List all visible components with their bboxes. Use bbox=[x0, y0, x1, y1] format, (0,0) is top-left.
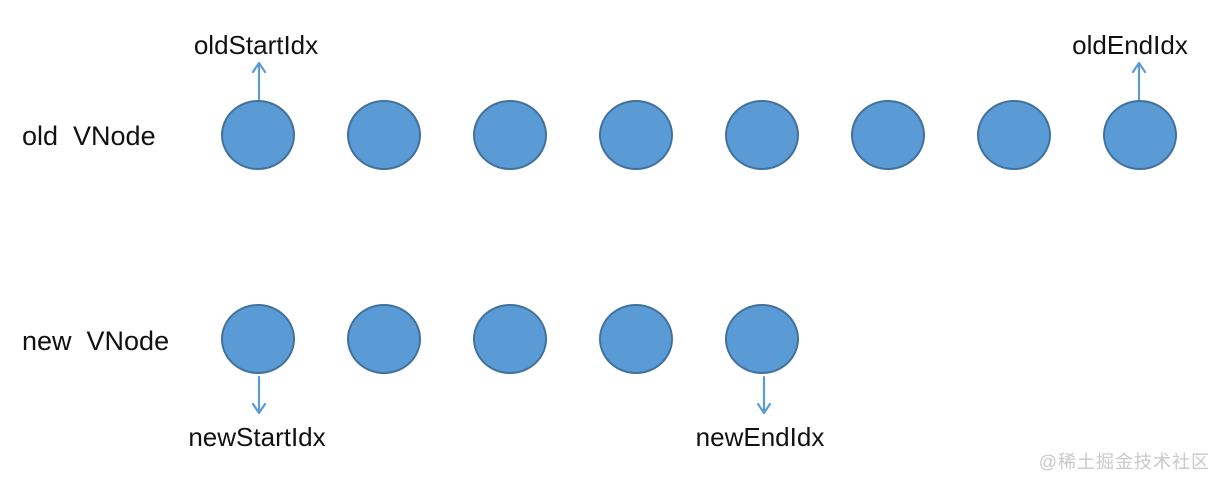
old-vnode-row-label: old VNode bbox=[22, 121, 156, 151]
vnode-circle bbox=[725, 100, 799, 170]
up-arrow-icon bbox=[1130, 61, 1148, 101]
vnode-circle bbox=[725, 304, 799, 374]
vnode-circle bbox=[473, 100, 547, 170]
vnode-circle bbox=[221, 304, 295, 374]
vnode-circle bbox=[1103, 100, 1177, 170]
new-start-idx-label: newStartIdx bbox=[188, 422, 326, 452]
vnode-circle bbox=[599, 100, 673, 170]
new-end-idx-label: newEndIdx bbox=[695, 422, 825, 452]
watermark-text: @稀土掘金技术社区 bbox=[1038, 452, 1210, 472]
vnode-circle bbox=[473, 304, 547, 374]
vnode-circle bbox=[347, 304, 421, 374]
new-vnode-row-label: new VNode bbox=[22, 326, 170, 356]
vnode-circle bbox=[347, 100, 421, 170]
vnode-circle bbox=[599, 304, 673, 374]
old-vnode-row bbox=[221, 100, 1177, 170]
down-arrow-icon bbox=[250, 375, 268, 415]
up-arrow-icon bbox=[250, 61, 268, 101]
down-arrow-icon bbox=[755, 375, 773, 415]
old-end-idx-label: oldEndIdx bbox=[1072, 30, 1188, 60]
vnode-circle bbox=[977, 100, 1051, 170]
old-start-idx-label: oldStartIdx bbox=[193, 30, 319, 60]
vnode-circle bbox=[851, 100, 925, 170]
new-vnode-row bbox=[221, 304, 799, 374]
vnode-circle bbox=[221, 100, 295, 170]
